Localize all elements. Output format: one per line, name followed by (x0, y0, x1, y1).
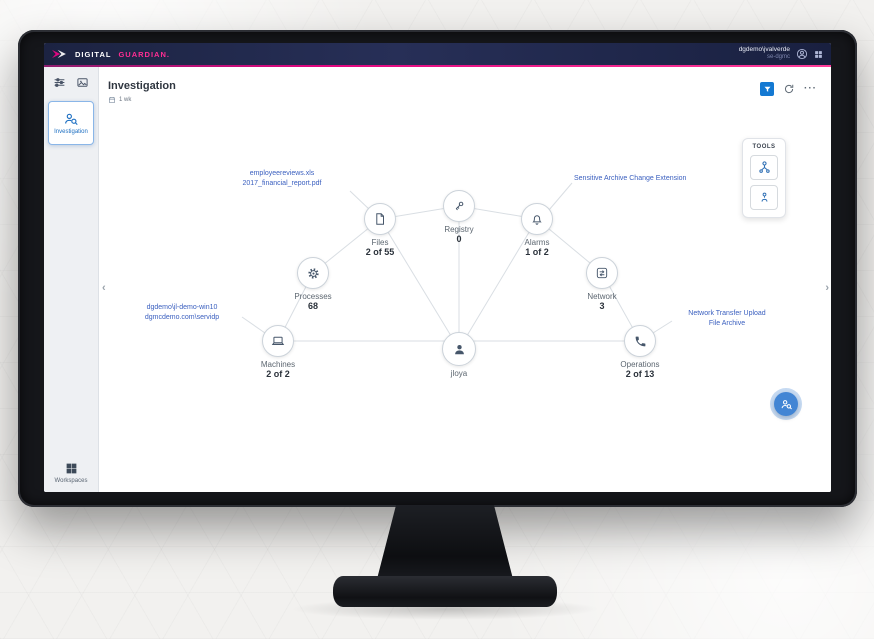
monitor-shadow (290, 598, 600, 620)
node-count: 1 of 2 (525, 247, 549, 257)
tool-entity-expand-button[interactable] (750, 185, 778, 210)
sidebar-item-workspaces[interactable]: Workspaces (44, 462, 98, 484)
timeframe[interactable]: 1 wk (108, 96, 131, 104)
node-registry[interactable]: Registry 0 (417, 190, 501, 244)
diagram-connectors (241, 182, 673, 350)
timeframe-label: 1 wk (119, 97, 132, 103)
node-label: Registry (444, 225, 474, 234)
node-count: 2 of 55 (365, 247, 395, 257)
annotation-line: Network Transfer Upload (688, 310, 766, 317)
investigation-icon (781, 399, 792, 409)
node-processes[interactable]: Processes 68 (271, 257, 355, 311)
phone-icon (624, 325, 656, 357)
filters-sliders-button[interactable] (53, 76, 66, 89)
node-count: 2 of 13 (625, 369, 655, 379)
pan-right-button[interactable]: › (825, 282, 829, 294)
workspaces-grid-icon (65, 462, 78, 475)
annotation-files[interactable]: employeereviews.xls 2017_financial_repor… (217, 169, 347, 189)
node-files[interactable]: Files 2 of 55 (338, 203, 422, 257)
node-count: 2 of 2 (266, 369, 290, 379)
investigate-fab-button[interactable] (774, 392, 798, 416)
pan-left-button[interactable]: ‹ (102, 282, 106, 294)
annotation-line: employeereviews.xls (249, 170, 315, 177)
brand: DIGITAL GUARDIAN. (52, 49, 170, 59)
gear-icon (297, 257, 329, 289)
annotation-alarms[interactable]: Sensitive Archive Change Extension (574, 174, 724, 184)
annotation-machines[interactable]: dgdemo\jl-demo-win10 dgmcdemo.com\servid… (120, 303, 244, 323)
node-label: Machines (260, 360, 296, 369)
node-label: Processes (294, 292, 332, 301)
sidebar: Investigation Workspaces (44, 67, 99, 492)
node-alarms[interactable]: Alarms 1 of 2 (495, 203, 579, 257)
user-info: dgdemo\jvalverde se-dgmc (739, 46, 790, 62)
reports-image-button[interactable] (76, 76, 89, 89)
filter-button[interactable] (760, 82, 774, 96)
node-count: 3 (599, 301, 605, 311)
laptop-icon (262, 325, 294, 357)
funnel-icon (764, 86, 770, 92)
ellipsis-icon: ··· (804, 83, 817, 94)
brand-accent-line (44, 65, 831, 67)
node-label: Network (587, 292, 617, 301)
brand-name-guardian: GUARDIAN. (118, 49, 170, 59)
investigation-icon (63, 111, 79, 127)
refresh-icon (784, 84, 794, 94)
alarm-bell-icon (521, 203, 553, 235)
node-label: Alarms (524, 238, 550, 247)
monitor-stand-base (333, 576, 557, 607)
annotation-operations[interactable]: Network Transfer Upload File Archive (668, 309, 786, 329)
node-label: Files (371, 238, 389, 247)
annotation-line: 2017_financial_report.pdf (242, 179, 322, 187)
sidebar-item-label: Investigation (54, 129, 88, 135)
node-label: Operations (620, 360, 660, 369)
node-user-jloya[interactable]: jloya (417, 332, 501, 378)
person-icon (442, 332, 476, 366)
screen: DIGITAL GUARDIAN. dgdemo\jvalverde se-dg… (44, 43, 831, 492)
annotation-line: Sensitive Archive Change Extension (574, 175, 687, 182)
main-area: Investigation 1 wk (100, 67, 831, 492)
user-avatar-icon (796, 48, 808, 60)
annotation-line: dgmcdemo.com\servidp (144, 313, 220, 321)
sidebar-item-investigation[interactable]: Investigation (48, 101, 94, 145)
node-machines[interactable]: Machines 2 of 2 (236, 325, 320, 379)
monitor-stand-neck (377, 505, 513, 579)
network-transfer-icon (586, 257, 618, 289)
registry-key-icon (443, 190, 475, 222)
annotation-line: dgdemo\jl-demo-win10 (146, 304, 218, 311)
sidebar-toolbar (44, 67, 98, 89)
tool-link-analysis-button[interactable] (750, 155, 778, 180)
brand-logo-icon (52, 49, 70, 59)
hierarchy-icon (758, 161, 770, 173)
more-options-button[interactable]: ··· (804, 84, 817, 94)
files-icon (364, 203, 396, 235)
user-host: se-dgmc (766, 54, 790, 61)
user-name: dgdemo\jvalverde (738, 46, 790, 54)
top-navbar: DIGITAL GUARDIAN. dgdemo\jvalverde se-dg… (44, 43, 831, 65)
annotation-line: File Archive (708, 319, 746, 327)
person-node-icon (761, 192, 767, 202)
tools-panel: TOOLS (742, 138, 786, 218)
page-title: Investigation (108, 80, 176, 92)
refresh-button[interactable] (783, 83, 795, 95)
node-operations[interactable]: Operations 2 of 13 (598, 325, 682, 379)
header-actions: ··· (760, 82, 817, 96)
workspaces-label: Workspaces (54, 478, 88, 484)
tools-title: TOOLS (752, 144, 776, 150)
apps-grid-icon[interactable] (814, 50, 823, 59)
node-count: 0 (456, 234, 462, 244)
node-label: jloya (450, 369, 468, 378)
calendar-icon (109, 97, 115, 103)
user-menu[interactable]: dgdemo\jvalverde se-dgmc (739, 46, 823, 62)
node-count: 68 (307, 301, 318, 311)
monitor-frame: DIGITAL GUARDIAN. dgdemo\jvalverde se-dg… (18, 30, 857, 507)
node-network[interactable]: Network 3 (560, 257, 644, 311)
brand-name-digital: DIGITAL (75, 49, 112, 59)
